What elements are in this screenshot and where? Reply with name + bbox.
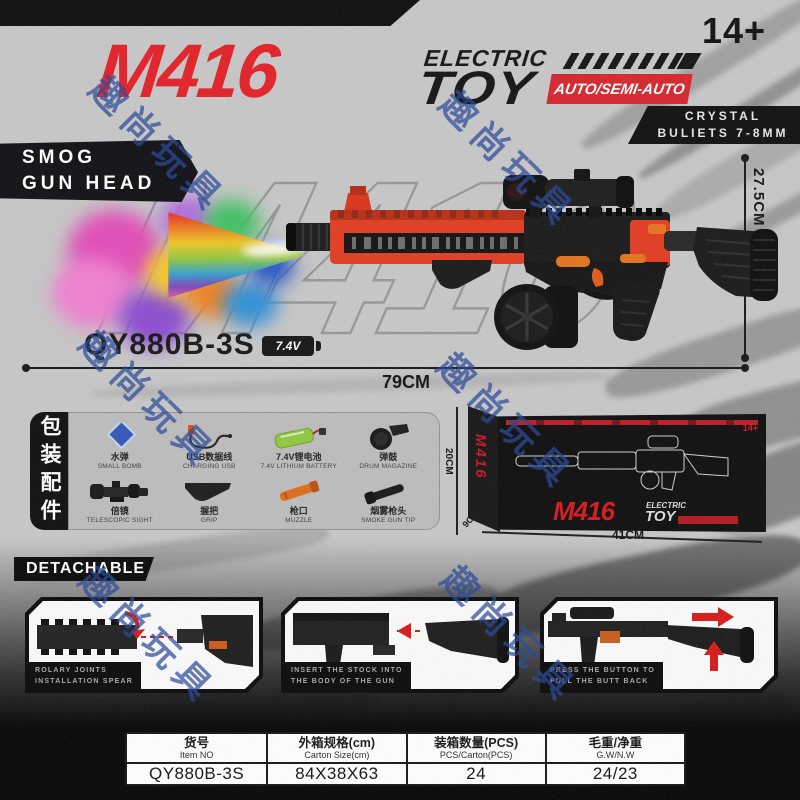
- hazard-stripes: [562, 53, 684, 69]
- box-side-logo: M416: [472, 434, 489, 480]
- spec-value: 24/23: [544, 764, 684, 784]
- detachable-step-3: PRESS THE BUTTON TO PULL THE BUTT BACK: [540, 597, 778, 693]
- caption-line1: PRESS THE BUTTON TO: [550, 667, 655, 674]
- accessory-item: 弹鼓 DRUM MAGAZINE: [344, 417, 434, 471]
- spec-header-en: Item NO: [179, 750, 214, 761]
- spec-value: 24: [405, 764, 545, 784]
- accessory-zh: 倍镜: [110, 506, 129, 517]
- detachable-step-1: ROLARY JOINTS INSTALLATION SPEAR: [25, 597, 263, 693]
- box-top-stripe: [506, 420, 758, 425]
- spec-header-zh: 外箱规格(cm): [298, 735, 376, 750]
- spec-header: 装箱数量(PCS) PCS/Carton(PCS): [405, 734, 545, 764]
- voltage-label: 7.4V: [275, 339, 301, 353]
- detachable-banner: DETACHABLE: [14, 557, 154, 581]
- accessory-zh: USB数据线: [186, 452, 233, 463]
- spec-value: 84X38X63: [266, 764, 405, 784]
- accessory-item: USB数据线 CHARGING USB: [165, 417, 255, 471]
- muzzle-icon: [273, 476, 325, 506]
- box-logo-badge: [678, 516, 738, 524]
- accessory-item: 握把 GRIP: [165, 471, 255, 525]
- accessory-item: 7.4V锂电池 7.4V LITHIUM BATTERY: [254, 417, 344, 471]
- accessory-zh: 烟雾枪头: [370, 506, 407, 517]
- accessory-item: 水弹 SMALL BOMB: [75, 417, 165, 471]
- box-side-face: M416: [468, 406, 500, 532]
- accessory-zh: 握把: [200, 506, 219, 517]
- accessory-zh: 枪口: [289, 506, 308, 517]
- accessories-tab-label: 包装配件: [38, 415, 61, 527]
- drum-magazine-icon: [363, 422, 413, 452]
- spec-header: 货号 Item NO: [127, 734, 267, 764]
- spec-header: 毛重/净重 G.W/N.W: [544, 734, 684, 764]
- subtitle-toy: TOY: [414, 61, 538, 114]
- crystal-line2: BULIETS 7-8MM: [657, 126, 789, 140]
- smog-line2: GUN HEAD: [22, 173, 156, 194]
- model-number: QY880B-3S: [84, 328, 255, 361]
- spec-header-en: PCS/Carton(PCS): [439, 750, 513, 761]
- crystal-line1: CRYSTAL: [684, 108, 762, 123]
- accessory-en: GRIP: [200, 517, 218, 525]
- step-caption: INSERT THE STOCK INTO THE BODY OF THE GU…: [283, 662, 411, 691]
- spec-header-en: Carton Size(cm): [304, 750, 370, 761]
- caption-line2: INSTALLATION SPEAR: [35, 677, 133, 685]
- voltage-badge: 7.4V: [262, 336, 314, 356]
- accessory-zh: 弹鼓: [379, 452, 398, 463]
- accessory-en: SMOKE GUN TIP: [361, 517, 416, 525]
- spec-header-zh: 装箱数量(PCS): [434, 735, 519, 750]
- spec-table: 货号 Item NO 外箱规格(cm) Carton Size(cm) 装箱数量…: [125, 732, 686, 786]
- crystal-bullets-badge: CRYSTAL BULIETS 7-8MM: [628, 106, 800, 144]
- accessory-zh: 水弹: [110, 452, 129, 463]
- box-logo: M416: [553, 496, 615, 526]
- smog-gun-head-badge: SMOG GUN HEAD: [0, 140, 198, 202]
- battery-icon: [271, 422, 327, 452]
- accessories-tab: 包装配件: [30, 412, 68, 530]
- detachable-step-2: INSERT THE STOCK INTO THE BODY OF THE GU…: [281, 597, 519, 693]
- spec-header: 外箱规格(cm) Carton Size(cm): [266, 734, 406, 764]
- telescopic-sight-icon: [88, 476, 152, 506]
- step-caption: ROLARY JOINTS INSTALLATION SPEAR: [27, 662, 141, 691]
- box-height-line: [456, 407, 458, 535]
- box-logo-toy: TOY: [645, 508, 676, 525]
- accessory-item: 枪口 MUZZLE: [254, 471, 344, 525]
- smog-line1: SMOG: [22, 147, 97, 169]
- mode-badge: AUTO/SEMI-AUTO: [546, 74, 693, 104]
- caption-line1: INSERT THE STOCK INTO: [291, 667, 403, 674]
- age-rating: 14+: [702, 10, 767, 51]
- spec-header-zh: 毛重/净重: [588, 735, 643, 750]
- accessory-en: TELESCOPIC SIGHT: [86, 517, 153, 525]
- accessories-panel: 水弹 SMALL BOMB USB数据线 CHARGING USB 7.4V锂电…: [68, 412, 440, 530]
- small-bomb-icon: [100, 422, 140, 452]
- battery-nub-icon: [316, 341, 321, 351]
- caption-line1: ROLARY JOINTS: [35, 667, 107, 674]
- charging-usb-icon: [184, 422, 234, 452]
- box-wireframe-gun: [515, 435, 729, 491]
- caption-line2: THE BODY OF THE GUN: [291, 677, 395, 685]
- box-height-label: 20CM: [443, 448, 454, 475]
- accessory-en: 7.4V LITHIUM BATTERY: [260, 463, 337, 471]
- detachable-title: DETACHABLE: [26, 560, 146, 577]
- accessory-en: CHARGING USB: [182, 463, 236, 471]
- smoke-gun-tip-icon: [362, 476, 414, 506]
- box-front-face: 14+ M416 ELECTRIC TOY: [498, 414, 766, 532]
- accessory-item: 倍镜 TELESCOPIC SIGHT: [75, 471, 165, 525]
- spec-header-en: G.W/N.W: [596, 750, 635, 761]
- accessory-en: MUZZLE: [285, 517, 313, 525]
- spec-header-zh: 货号: [184, 735, 210, 750]
- accessory-en: DRUM MAGAZINE: [359, 463, 418, 471]
- accessory-zh: 7.4V锂电池: [275, 452, 322, 463]
- accessory-item: 烟雾枪头 SMOKE GUN TIP: [344, 471, 434, 525]
- mode-badge-label: AUTO/SEMI-AUTO: [552, 80, 687, 98]
- spec-value: QY880B-3S: [149, 764, 245, 783]
- page-title: M416: [93, 29, 281, 114]
- step-caption: PRESS THE BUTTON TO PULL THE BUTT BACK: [542, 662, 663, 691]
- caption-line2: PULL THE BUTT BACK: [550, 677, 649, 685]
- grip-icon: [181, 476, 237, 506]
- accessory-en: SMALL BOMB: [97, 463, 142, 471]
